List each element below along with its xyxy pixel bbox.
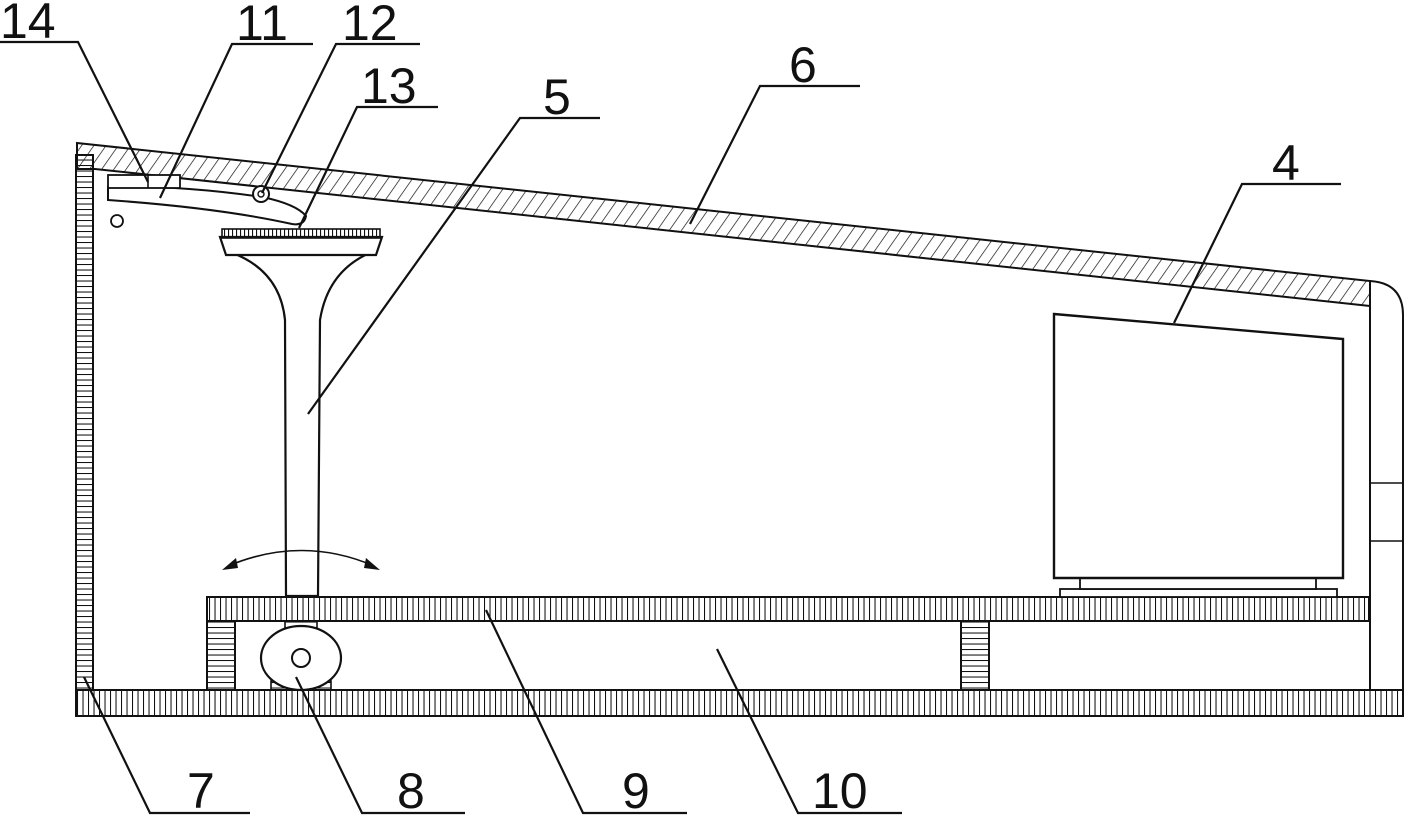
- box-4: [1052, 312, 1345, 580]
- hole: [110, 214, 124, 228]
- column-head: [218, 235, 384, 257]
- leader-6: [689, 84, 860, 225]
- label-14: 14: [0, 0, 56, 49]
- label-6: 6: [789, 37, 817, 93]
- leader-4: [1173, 182, 1341, 324]
- right-end-cap: [1369, 279, 1404, 691]
- leader-14: [0, 40, 149, 183]
- leader-7: [83, 676, 250, 815]
- leader-8: [295, 676, 465, 815]
- platform: [206, 596, 1370, 622]
- leader-11: [159, 42, 313, 199]
- swing-arrow-head-right: [364, 558, 380, 570]
- swing-arrow-head-left: [222, 558, 238, 570]
- lever-11: [107, 185, 308, 226]
- label-13: 13: [361, 58, 417, 114]
- box-pedestal: [1079, 577, 1317, 590]
- platform-leg-middle: [960, 620, 990, 691]
- swing-arrow: [227, 549, 375, 567]
- label-12: 12: [342, 0, 398, 51]
- column-head-teeth: [221, 228, 381, 239]
- label-5: 5: [543, 69, 571, 125]
- leader-12: [261, 42, 420, 194]
- platform-leg-left: [206, 620, 236, 691]
- leader-5: [307, 116, 600, 415]
- left-wall: [75, 154, 94, 691]
- leader-13: [298, 105, 438, 229]
- label-9: 9: [622, 763, 650, 816]
- label-10: 10: [812, 763, 868, 816]
- label-8: 8: [397, 763, 425, 816]
- label-4: 4: [1272, 135, 1300, 191]
- label-7: 7: [187, 763, 215, 816]
- leader-9: [485, 609, 687, 815]
- column-5: [229, 250, 373, 598]
- leader-10: [716, 648, 902, 815]
- label-11: 11: [236, 0, 288, 51]
- box-pedestal-plate: [1059, 588, 1338, 598]
- wheel-hub: [291, 648, 311, 668]
